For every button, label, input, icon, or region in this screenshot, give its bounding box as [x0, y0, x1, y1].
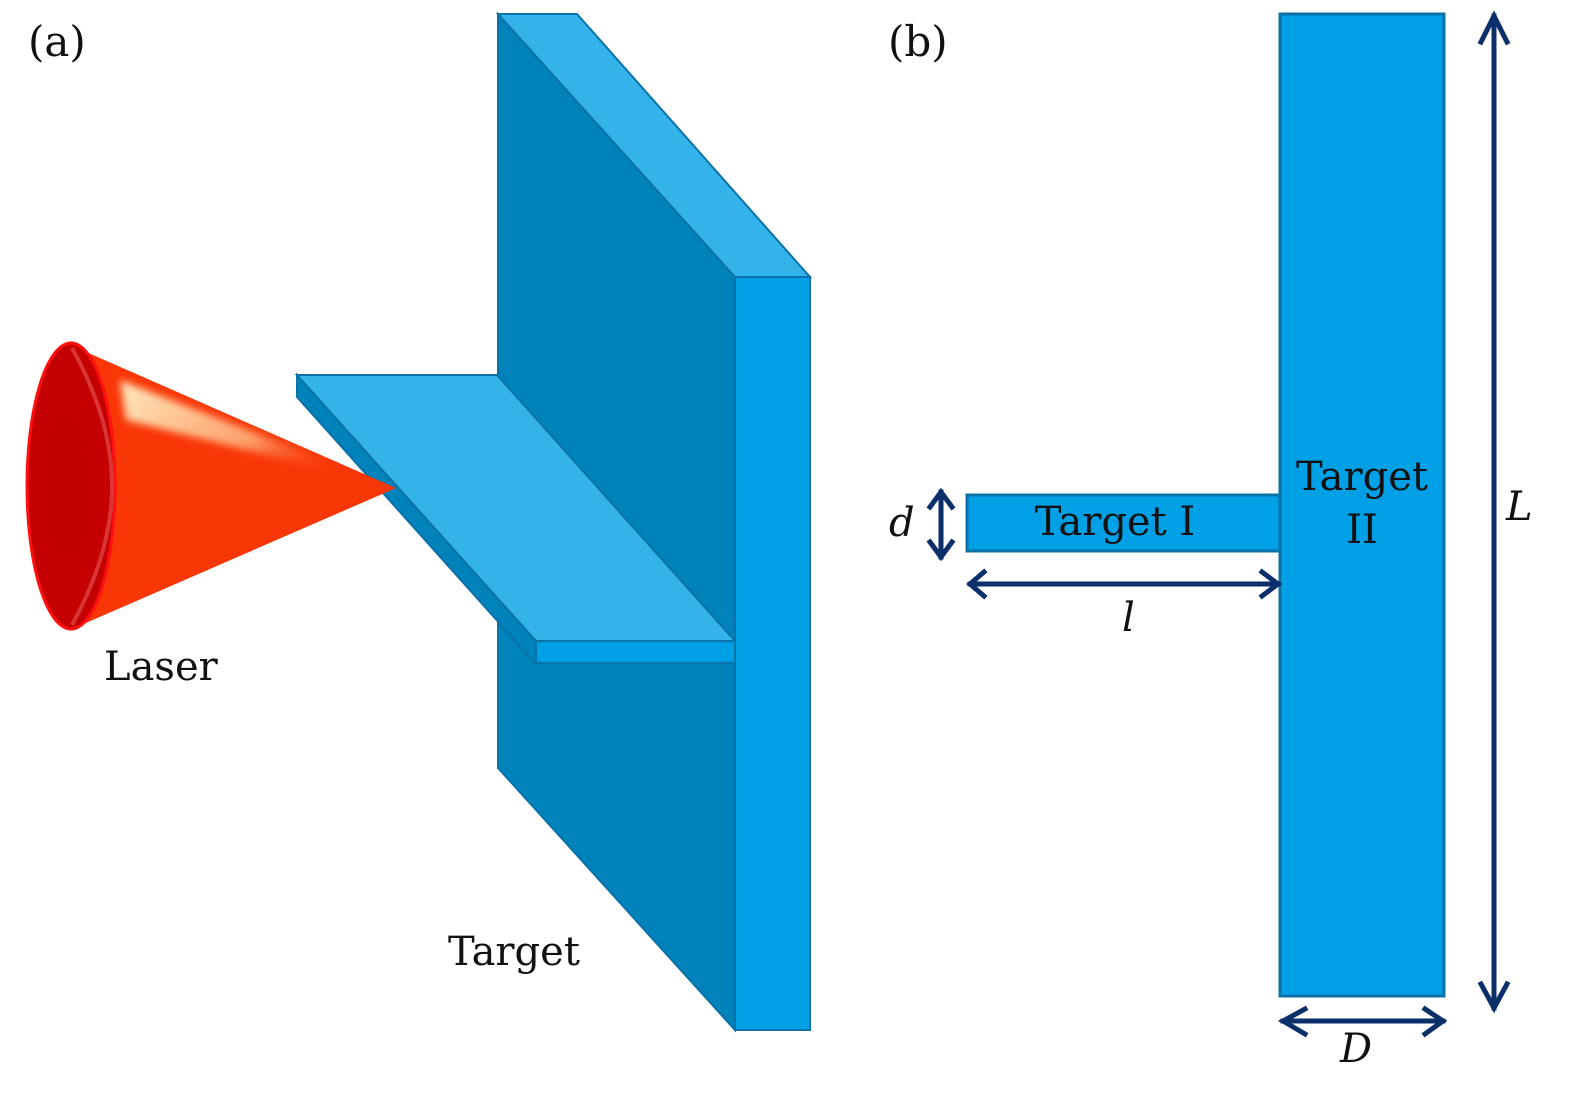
laser-cone-highlight	[120, 380, 392, 486]
target-2-label-line1: Target	[1296, 454, 1428, 500]
d-label: d	[889, 500, 915, 546]
laser-base-rim-shine	[70, 347, 115, 626]
target-2-label-line2: II	[1346, 507, 1378, 553]
l-dimension-arrow	[966, 568, 1283, 600]
target-plate-front-face	[734, 276, 811, 1031]
panel-a: (a) Laser Target	[25, 11, 813, 1033]
target-1-label: Target I	[1035, 499, 1195, 545]
D-label: D	[1339, 1026, 1372, 1072]
L-dimension-arrow	[1477, 10, 1511, 1014]
thin-plate-front-edge	[535, 640, 736, 664]
target-thin-plate-3d	[294, 372, 738, 667]
d-dimension-arrow	[926, 487, 956, 562]
target-label: Target	[448, 929, 580, 975]
L-label: L	[1505, 484, 1533, 530]
target-2-rect	[1278, 12, 1446, 998]
panel-a-label: (a)	[28, 17, 86, 66]
laser-cone	[25, 341, 396, 631]
panel-b: (b) Target II Target I d l L	[888, 10, 1533, 1072]
l-label: l	[1122, 595, 1135, 641]
D-dimension-arrow	[1277, 1005, 1448, 1038]
laser-label: Laser	[104, 644, 219, 690]
target-1-rect	[965, 493, 1282, 553]
panel-b-label: (b)	[888, 17, 948, 66]
laser-base-ellipse	[25, 341, 117, 631]
